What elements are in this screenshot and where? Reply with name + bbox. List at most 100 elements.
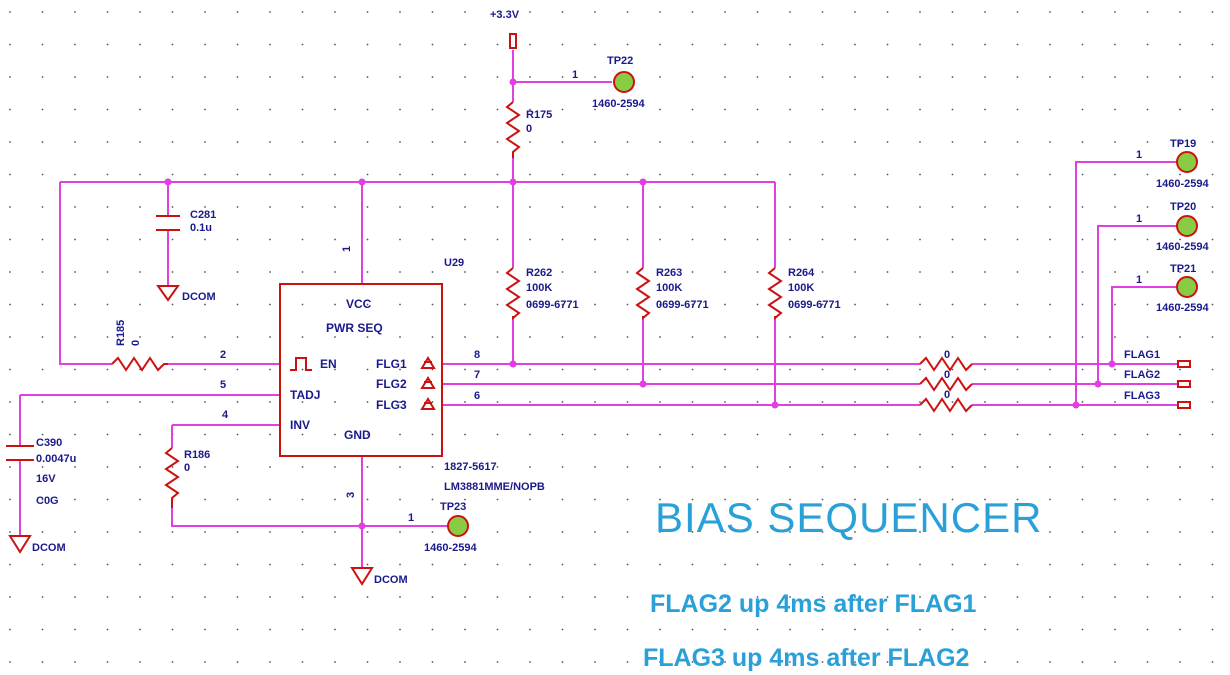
grid-dot: [366, 76, 369, 78]
grid-dot: [984, 433, 986, 436]
grid-dot: [561, 43, 564, 46]
grid-dot: [594, 11, 596, 13]
timing-note-1: FLAG2 up 4ms after FLAG1: [650, 590, 977, 618]
grid-dot: [724, 628, 726, 631]
grid-dot: [756, 498, 759, 501]
grid-dot: [756, 141, 759, 143]
grid-dot: [301, 368, 304, 371]
grid-dot: [204, 661, 206, 663]
grid-dot: [41, 596, 44, 598]
grid-dot: [951, 11, 954, 13]
grid-dot: [1211, 108, 1214, 111]
grid-dot: [984, 141, 986, 143]
wire-tp20: [1097, 225, 1176, 384]
grid-dot: [334, 563, 336, 566]
grid-dot: [399, 11, 401, 13]
grid-dot: [74, 271, 76, 273]
grid-dot: [269, 336, 271, 338]
grid-dot: [106, 563, 109, 566]
grid-dot: [139, 206, 141, 208]
grid-dot: [171, 628, 174, 631]
grid-dot: [1016, 43, 1019, 46]
grid-dot: [1081, 563, 1084, 566]
grid-dot: [496, 596, 499, 598]
grid-dot: [886, 141, 889, 143]
grid-dot: [1049, 336, 1051, 338]
grid-dot: [529, 563, 531, 566]
grid-dot: [106, 76, 109, 78]
ground-label: DCOM: [374, 574, 408, 586]
junction: [509, 178, 517, 186]
tp20-pin: 1: [1136, 213, 1142, 225]
grid-dot: [724, 11, 726, 13]
grid-dot: [1114, 271, 1116, 273]
grid-dot: [691, 531, 694, 533]
r264-partnum: 0699-6771: [788, 299, 841, 311]
grid-dot: [9, 108, 11, 111]
grid-dot: [659, 11, 661, 13]
grid-dot: [951, 173, 954, 176]
grid-dot: [951, 628, 954, 631]
grid-dot: [1146, 466, 1149, 468]
grid-dot: [626, 43, 629, 46]
grid-dot: [1146, 336, 1149, 338]
grid-dot: [1081, 173, 1084, 176]
grid-dot: [301, 433, 304, 436]
grid-dot: [659, 661, 661, 663]
grid-dot: [464, 271, 466, 273]
grid-dot: [1179, 238, 1181, 241]
grid-dot: [919, 141, 921, 143]
testpoint-tp21: [1176, 276, 1198, 298]
grid-dot: [464, 661, 466, 663]
grid-dot: [74, 628, 76, 631]
grid-dot: [399, 141, 401, 143]
grid-dot: [724, 596, 726, 598]
grid-dot: [236, 11, 239, 13]
grid-dot: [691, 76, 694, 78]
grid-dot: [301, 11, 304, 13]
grid-dot: [431, 628, 434, 631]
grid-dot: [691, 206, 694, 208]
grid-dot: [399, 368, 401, 371]
grid-dot: [1211, 498, 1214, 501]
grid-dot: [789, 173, 791, 176]
grid-dot: [106, 206, 109, 208]
grid-dot: [1211, 11, 1214, 13]
grid-dot: [854, 336, 856, 338]
flag-output-icon: [420, 356, 436, 369]
grid-dot: [74, 531, 76, 533]
grid-dot: [204, 368, 206, 371]
grid-dot: [334, 433, 336, 436]
r263-symbol: [635, 267, 651, 321]
grid-dot: [756, 596, 759, 598]
grid-dot: [399, 303, 401, 306]
grid-dot: [269, 108, 271, 111]
grid-dot: [334, 206, 336, 208]
grid-dot: [301, 76, 304, 78]
grid-dot: [1114, 336, 1116, 338]
grid-dot: [1211, 466, 1214, 468]
grid-dot: [41, 531, 44, 533]
c390-value: 0.0047u: [36, 453, 76, 465]
grid-dot: [659, 433, 661, 436]
grid-dot: [269, 531, 271, 533]
port-label-flag2: FLAG2: [1124, 369, 1160, 381]
grid-dot: [626, 661, 629, 663]
grid-dot: [691, 238, 694, 241]
grid-dot: [74, 76, 76, 78]
grid-dot: [106, 336, 109, 338]
grid-dot: [496, 466, 499, 468]
grid-dot: [496, 336, 499, 338]
grid-dot: [464, 336, 466, 338]
grid-dot: [756, 271, 759, 273]
grid-dot: [301, 401, 304, 403]
series-resistor-1: [919, 356, 973, 372]
grid-dot: [1114, 173, 1116, 176]
grid-dot: [561, 76, 564, 78]
grid-dot: [756, 433, 759, 436]
grid-dot: [399, 43, 401, 46]
grid-dot: [659, 238, 661, 241]
grid-dot: [236, 368, 239, 371]
grid-dot: [1049, 43, 1051, 46]
grid-dot: [236, 596, 239, 598]
